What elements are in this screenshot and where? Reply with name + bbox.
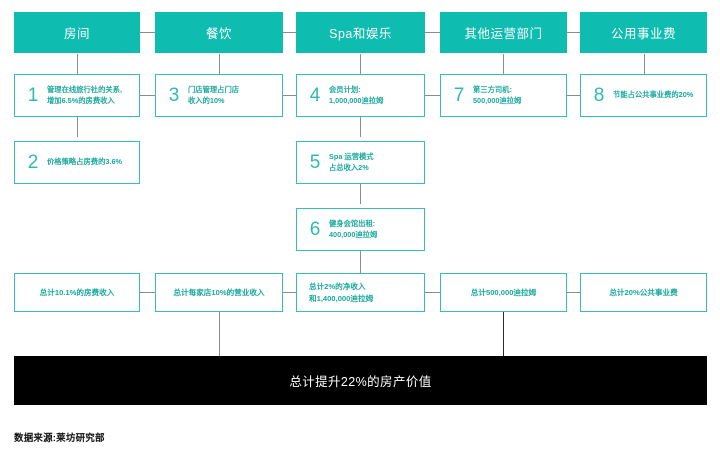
- total-text: 总计10.1%的房费收入: [39, 287, 115, 297]
- item-number: 8: [593, 85, 605, 106]
- total-box-fnb[interactable]: 总计每家店10%的营业收入: [155, 273, 283, 312]
- item-text: 门店管理占门店 收入的10%: [188, 84, 240, 105]
- header-label: 其他运营部门: [464, 27, 543, 41]
- connector-item-6-to-total: [360, 251, 362, 273]
- connector-drop-col-1: [77, 54, 79, 74]
- connector-total-2-3: [283, 292, 296, 294]
- total-text: 总计2%的净收入 和1,400,000迪拉姆: [309, 282, 374, 303]
- item-text: 会员计划: 1,000,000迪拉姆: [329, 84, 384, 105]
- header-box-rooms[interactable]: 房间: [14, 12, 140, 53]
- item-text: 健身会馆出租: 400,000迪拉姆: [329, 218, 378, 239]
- header-box-other-ops[interactable]: 其他运营部门: [440, 12, 567, 53]
- source-note: 数据来源:莱坊研究部: [14, 433, 105, 444]
- total-box-spa[interactable]: 总计2%的净收入 和1,400,000迪拉姆: [296, 273, 425, 312]
- header-box-fnb[interactable]: 餐饮: [155, 12, 283, 53]
- total-text: 总计每家店10%的营业收入: [173, 287, 265, 297]
- grand-total-banner: 总计提升22%的房产价值: [14, 356, 707, 405]
- total-box-utilities[interactable]: 总计20%公共事业费: [580, 273, 707, 312]
- item-number: 5: [309, 152, 321, 173]
- connector-item-1-to-2: [77, 117, 79, 137]
- item-text: Spa 运营模式 占总收入2%: [329, 151, 374, 172]
- item-number: 6: [309, 219, 321, 240]
- header-box-spa[interactable]: Spa和娱乐: [296, 12, 425, 53]
- connector-total-1-2: [140, 292, 155, 294]
- grand-total-label: 总计提升22%的房产价值: [289, 375, 432, 389]
- total-box-rooms[interactable]: 总计10.1%的房费收入: [14, 273, 140, 312]
- item-text: 管理在线旅行社的关系, 增加6.5%的房费收入: [47, 84, 122, 105]
- header-label: 房间: [63, 27, 90, 41]
- item-box-3[interactable]: 3 门店管理占门店 收入的10%: [155, 74, 283, 117]
- connector-item-4-7: [425, 95, 440, 97]
- item-box-2[interactable]: 2 价格策略占房费的3.6%: [14, 141, 140, 184]
- connector-header-4-5: [567, 32, 580, 34]
- item-box-8[interactable]: 8 节能占公共事业费的20%: [580, 74, 707, 117]
- connector-header-1-2: [140, 32, 155, 34]
- item-number: 7: [453, 85, 465, 106]
- connector-total-4-5: [567, 292, 580, 294]
- item-number: 3: [168, 85, 180, 106]
- total-text: 总计500,000迪拉姆: [470, 287, 537, 297]
- item-number: 1: [27, 85, 39, 106]
- item-text: 价格策略占房费的3.6%: [47, 157, 123, 167]
- connector-header-2-3: [283, 32, 296, 34]
- connector-total-4-to-banner: [503, 312, 505, 356]
- connector-drop-col-2: [219, 54, 221, 74]
- connector-drop-col-5: [644, 54, 646, 74]
- item-number: 2: [27, 152, 39, 173]
- connector-item-3-4: [283, 95, 296, 97]
- connector-total-3-4: [425, 292, 440, 294]
- total-box-other-ops[interactable]: 总计500,000迪拉姆: [440, 273, 567, 312]
- connector-drop-col-3: [360, 54, 362, 74]
- item-box-1[interactable]: 1 管理在线旅行社的关系, 增加6.5%的房费收入: [14, 74, 140, 117]
- connector-item-4-to-5: [360, 117, 362, 137]
- connector-header-3-4: [425, 32, 440, 34]
- header-box-utilities[interactable]: 公用事业费: [580, 12, 707, 53]
- connector-item-1-3: [140, 95, 155, 97]
- item-number: 4: [309, 85, 321, 106]
- item-box-7[interactable]: 7 第三方司机: 500,000迪拉姆: [440, 74, 567, 117]
- connector-drop-col-4: [503, 54, 505, 74]
- item-box-6[interactable]: 6 健身会馆出租: 400,000迪拉姆: [296, 208, 425, 251]
- connector-item-5-to-6: [360, 184, 362, 204]
- item-text: 第三方司机: 500,000迪拉姆: [473, 84, 522, 105]
- total-text: 总计20%公共事业费: [609, 287, 678, 297]
- item-text: 节能占公共事业费的20%: [613, 90, 694, 100]
- connector-item-7-8: [567, 95, 580, 97]
- header-label: 公用事业费: [610, 27, 676, 41]
- header-label: 餐饮: [205, 27, 232, 41]
- item-box-4[interactable]: 4 会员计划: 1,000,000迪拉姆: [296, 74, 425, 117]
- connector-total-2-to-banner: [219, 312, 221, 356]
- item-box-5[interactable]: 5 Spa 运营模式 占总收入2%: [296, 141, 425, 184]
- header-label: Spa和娱乐: [329, 27, 392, 41]
